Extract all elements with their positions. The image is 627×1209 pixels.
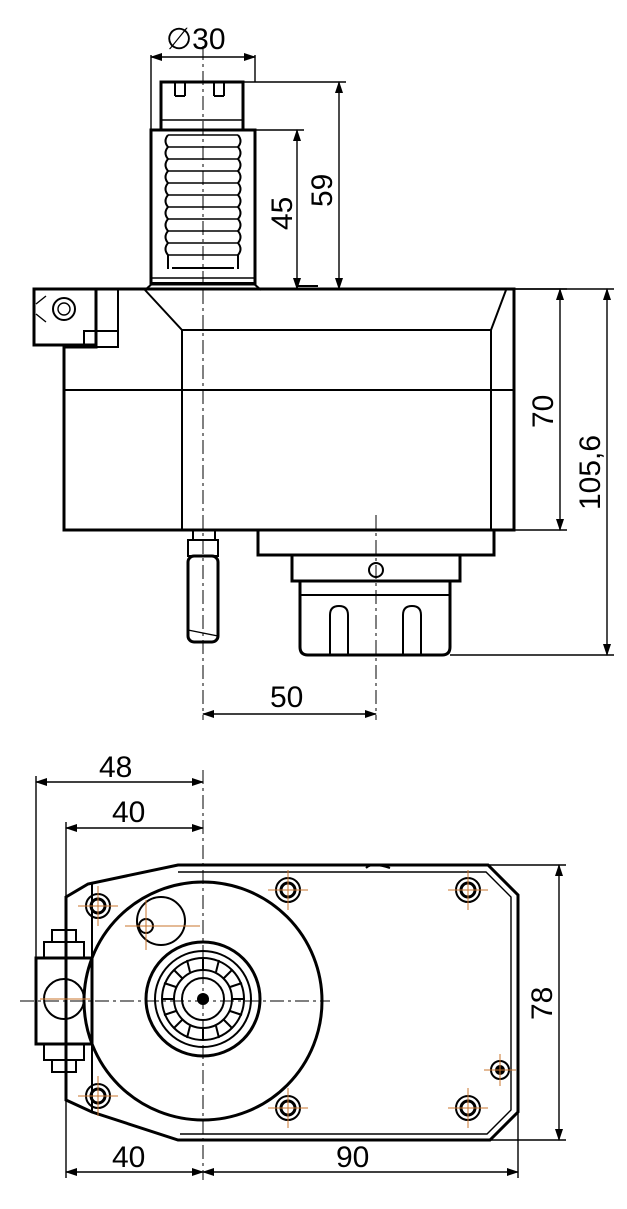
dim-spindle-offset: 50 [202, 681, 377, 718]
width-outer-label: 48 [99, 751, 132, 784]
dim-shank-diameter: ∅30 [150, 23, 256, 130]
bolt-heads [78, 870, 516, 1128]
depth-label: 78 [526, 987, 559, 1020]
dim-body-height: 70 [514, 288, 567, 531]
shank-collet [159, 80, 245, 132]
dim-width-outer: 48 [35, 751, 204, 958]
shank-diameter-label: ∅30 [166, 23, 226, 56]
housing [62, 285, 516, 532]
dim-width-inner: 40 [65, 796, 204, 897]
dim-shank-height-inner: 45 [255, 129, 304, 290]
dim-shank-height-outer: 59 [243, 81, 346, 290]
top-view: 48 40 40 90 78 [20, 751, 566, 1180]
shank-height-outer-label: 59 [306, 174, 339, 207]
spindle-offset-label: 50 [270, 681, 303, 714]
dim-bottom-right: 90 [202, 1112, 519, 1178]
dim-depth: 78 [488, 864, 566, 1141]
shank-height-inner-label: 45 [266, 197, 299, 230]
side-clamp [32, 287, 119, 348]
side-view: ∅30 45 59 70 105,6 50 [32, 23, 614, 720]
dim-total-height: 105,6 [450, 288, 614, 656]
spindle-nose [256, 528, 496, 657]
total-height-label: 105,6 [574, 435, 607, 510]
top-clamp [34, 929, 94, 1073]
body-height-label: 70 [527, 395, 560, 428]
bottom-left-label: 40 [112, 1141, 145, 1174]
bottom-right-label: 90 [336, 1141, 369, 1174]
dim-bottom-left: 40 [65, 1100, 204, 1178]
coolant-port [125, 896, 200, 950]
width-inner-label: 40 [112, 796, 145, 829]
